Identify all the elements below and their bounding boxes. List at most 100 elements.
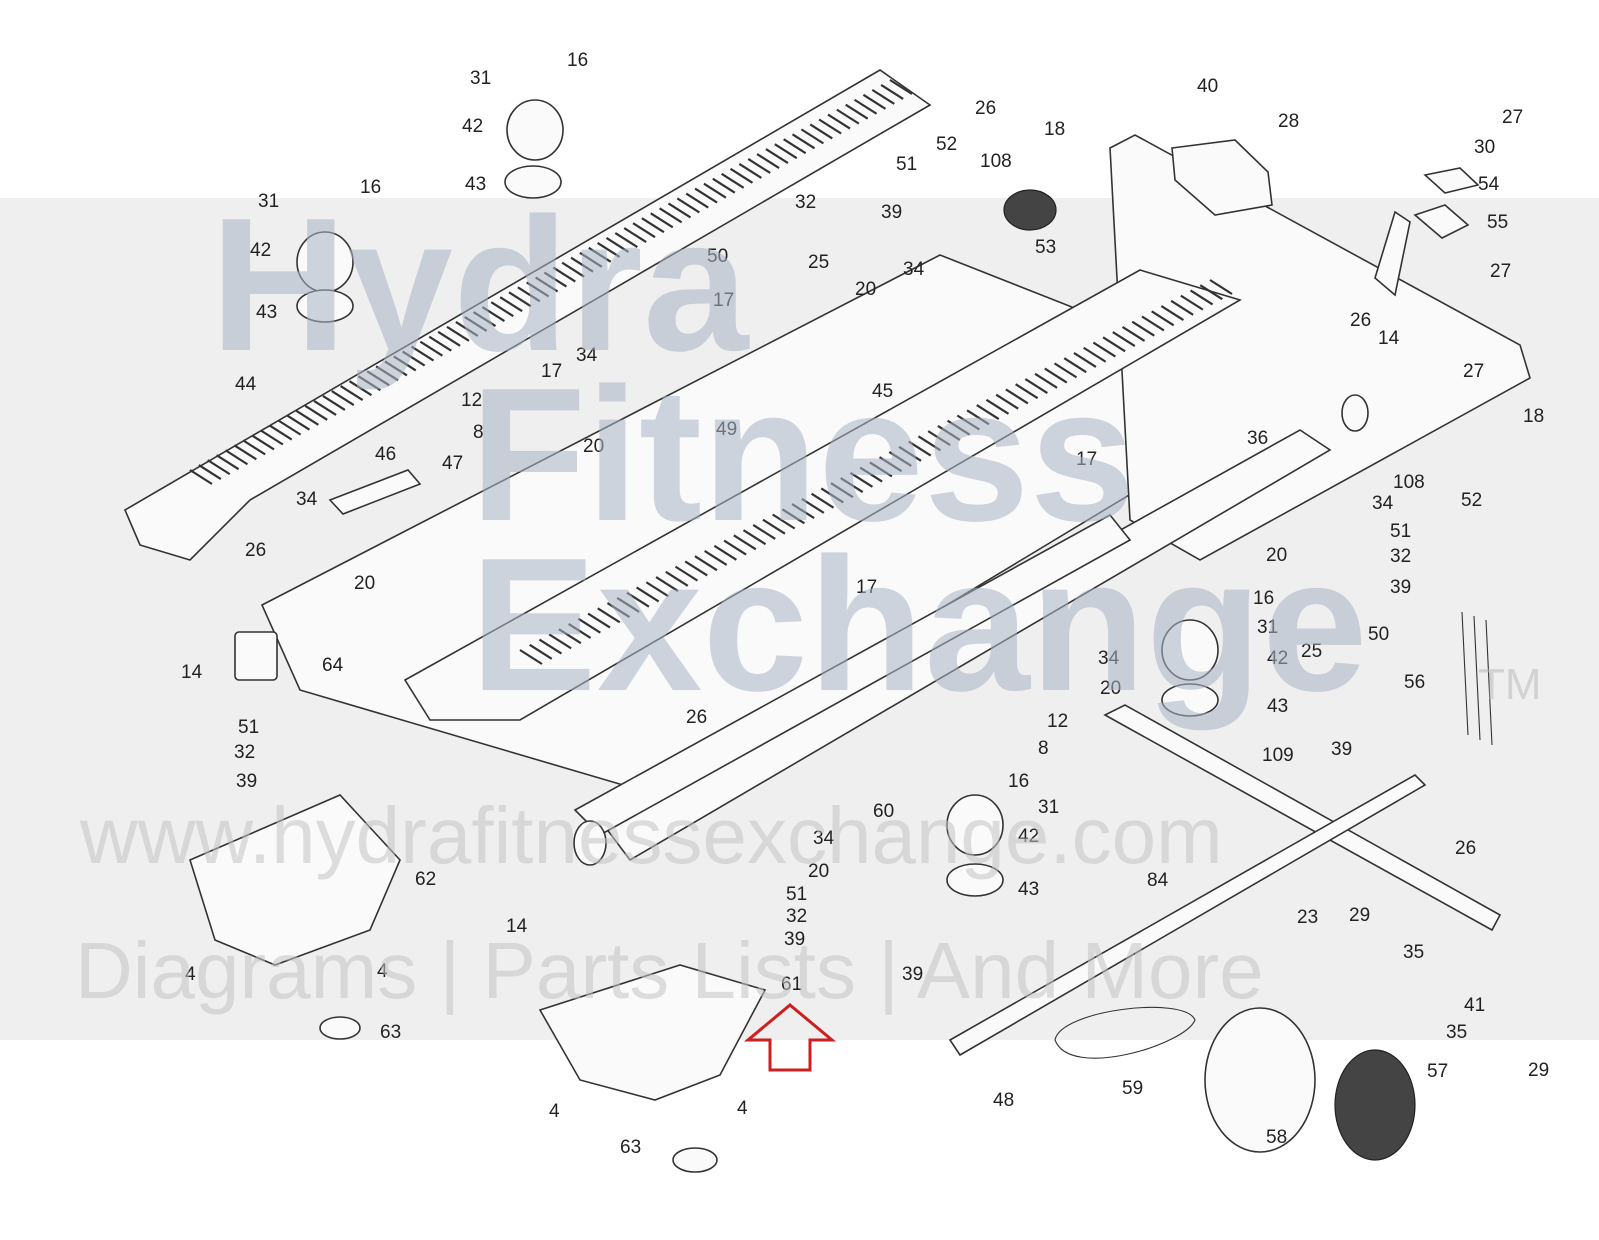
callout-26: 26 bbox=[975, 98, 996, 119]
isolator-base bbox=[1161, 683, 1219, 717]
rail-rib bbox=[1044, 367, 1068, 384]
callout-27: 27 bbox=[1502, 107, 1523, 128]
rail-rib bbox=[636, 586, 660, 603]
side-rail-left bbox=[123, 69, 932, 561]
callout-20: 20 bbox=[354, 573, 375, 594]
callout-43: 43 bbox=[1267, 696, 1288, 717]
callout-18: 18 bbox=[1044, 119, 1065, 140]
rail-rib bbox=[304, 404, 328, 421]
rail-rib bbox=[614, 232, 638, 248]
rail-rib bbox=[809, 123, 833, 140]
front-roller-bracket bbox=[234, 631, 278, 681]
callout-27: 27 bbox=[1463, 361, 1484, 382]
side-rail-right-ribs bbox=[519, 279, 1233, 665]
rail-rib bbox=[632, 222, 656, 239]
rail-rib bbox=[1141, 315, 1165, 332]
rail-rib bbox=[446, 325, 470, 342]
rail-rib bbox=[712, 177, 736, 194]
rail-rib bbox=[198, 464, 222, 480]
callout-58: 58 bbox=[1266, 1127, 1287, 1148]
rail-rib bbox=[859, 466, 883, 483]
rail-rib bbox=[1073, 352, 1097, 368]
rail-rib bbox=[747, 158, 771, 174]
callout-31: 31 bbox=[470, 68, 491, 89]
rail-rib bbox=[645, 581, 669, 598]
rail-rib bbox=[269, 424, 293, 441]
rail-rib bbox=[529, 643, 553, 660]
rail-rib bbox=[260, 429, 284, 446]
isolator-spring bbox=[296, 231, 354, 293]
callout-50: 50 bbox=[707, 246, 728, 267]
rail-rib bbox=[1131, 320, 1155, 337]
isolator-base bbox=[946, 863, 1004, 897]
callout-49: 49 bbox=[716, 419, 737, 440]
rear-foot-cover-right bbox=[538, 964, 767, 1101]
callout-35: 35 bbox=[1403, 942, 1424, 963]
rail-rib bbox=[898, 445, 922, 462]
rail-rib bbox=[772, 513, 796, 530]
callout-23: 23 bbox=[1297, 907, 1318, 928]
rail-rib bbox=[810, 492, 835, 509]
rail-rib bbox=[878, 456, 903, 473]
rail-rib bbox=[1209, 279, 1233, 295]
rail-rib bbox=[538, 638, 563, 655]
callout-62: 62 bbox=[415, 869, 436, 890]
callout-39: 39 bbox=[236, 771, 257, 792]
callout-16: 16 bbox=[360, 177, 381, 198]
rail-rib bbox=[597, 607, 621, 624]
rail-rib bbox=[927, 430, 951, 447]
callout-54: 54 bbox=[1478, 174, 1500, 195]
rail-rib bbox=[278, 419, 302, 436]
rail-rib bbox=[655, 576, 679, 592]
rail-rib bbox=[641, 217, 665, 234]
rail-rib bbox=[908, 440, 932, 457]
rail-rib bbox=[862, 93, 887, 110]
upright-bracket bbox=[1374, 210, 1411, 297]
callout-20: 20 bbox=[808, 861, 829, 882]
rail-rib bbox=[189, 469, 213, 485]
front-roller-end bbox=[573, 820, 607, 866]
callout-20: 20 bbox=[1266, 545, 1287, 566]
rail-rib bbox=[1083, 346, 1107, 363]
callout-53: 53 bbox=[1035, 237, 1056, 258]
side-rail-left-ribs bbox=[189, 79, 913, 485]
rail-rib bbox=[845, 103, 869, 120]
callout-28: 28 bbox=[1278, 111, 1299, 132]
rail-rib bbox=[756, 153, 780, 169]
rail-rib bbox=[880, 84, 904, 100]
rail-rib bbox=[888, 451, 912, 467]
warning-decal bbox=[328, 469, 422, 515]
callout-109: 109 bbox=[1262, 745, 1294, 766]
callout-48: 48 bbox=[993, 1090, 1014, 1111]
lift-tube bbox=[948, 774, 1427, 1057]
callout-59: 59 bbox=[1122, 1078, 1143, 1099]
frame-rail-right bbox=[1109, 134, 1531, 561]
rail-rib bbox=[233, 444, 257, 461]
callout-4: 4 bbox=[185, 964, 196, 985]
rail-rib bbox=[543, 271, 568, 288]
rail-rib bbox=[801, 497, 825, 514]
rail-rib bbox=[577, 617, 601, 634]
callout-4: 4 bbox=[737, 1098, 748, 1119]
rail-rib bbox=[597, 241, 621, 258]
callout-34: 34 bbox=[296, 489, 318, 510]
callout-17: 17 bbox=[1076, 449, 1097, 470]
rail-rib bbox=[976, 404, 1000, 420]
callout-43: 43 bbox=[1018, 879, 1039, 900]
callout-34: 34 bbox=[1098, 648, 1120, 669]
callout-42: 42 bbox=[1267, 648, 1288, 669]
rail-rib bbox=[1102, 336, 1126, 353]
base-frame bbox=[1103, 704, 1502, 932]
rail-rib bbox=[313, 399, 337, 416]
callout-39: 39 bbox=[1331, 739, 1352, 760]
rail-rib bbox=[827, 113, 851, 130]
rail-rib bbox=[1053, 362, 1078, 379]
callout-31: 31 bbox=[1038, 797, 1059, 818]
callout-43: 43 bbox=[465, 174, 486, 195]
rail-rib bbox=[830, 482, 854, 499]
rail-rib bbox=[623, 227, 647, 244]
callout-51: 51 bbox=[786, 884, 807, 905]
rail-rib bbox=[251, 434, 275, 451]
bracket-plate-54 bbox=[1423, 167, 1480, 194]
callout-26: 26 bbox=[245, 540, 266, 561]
